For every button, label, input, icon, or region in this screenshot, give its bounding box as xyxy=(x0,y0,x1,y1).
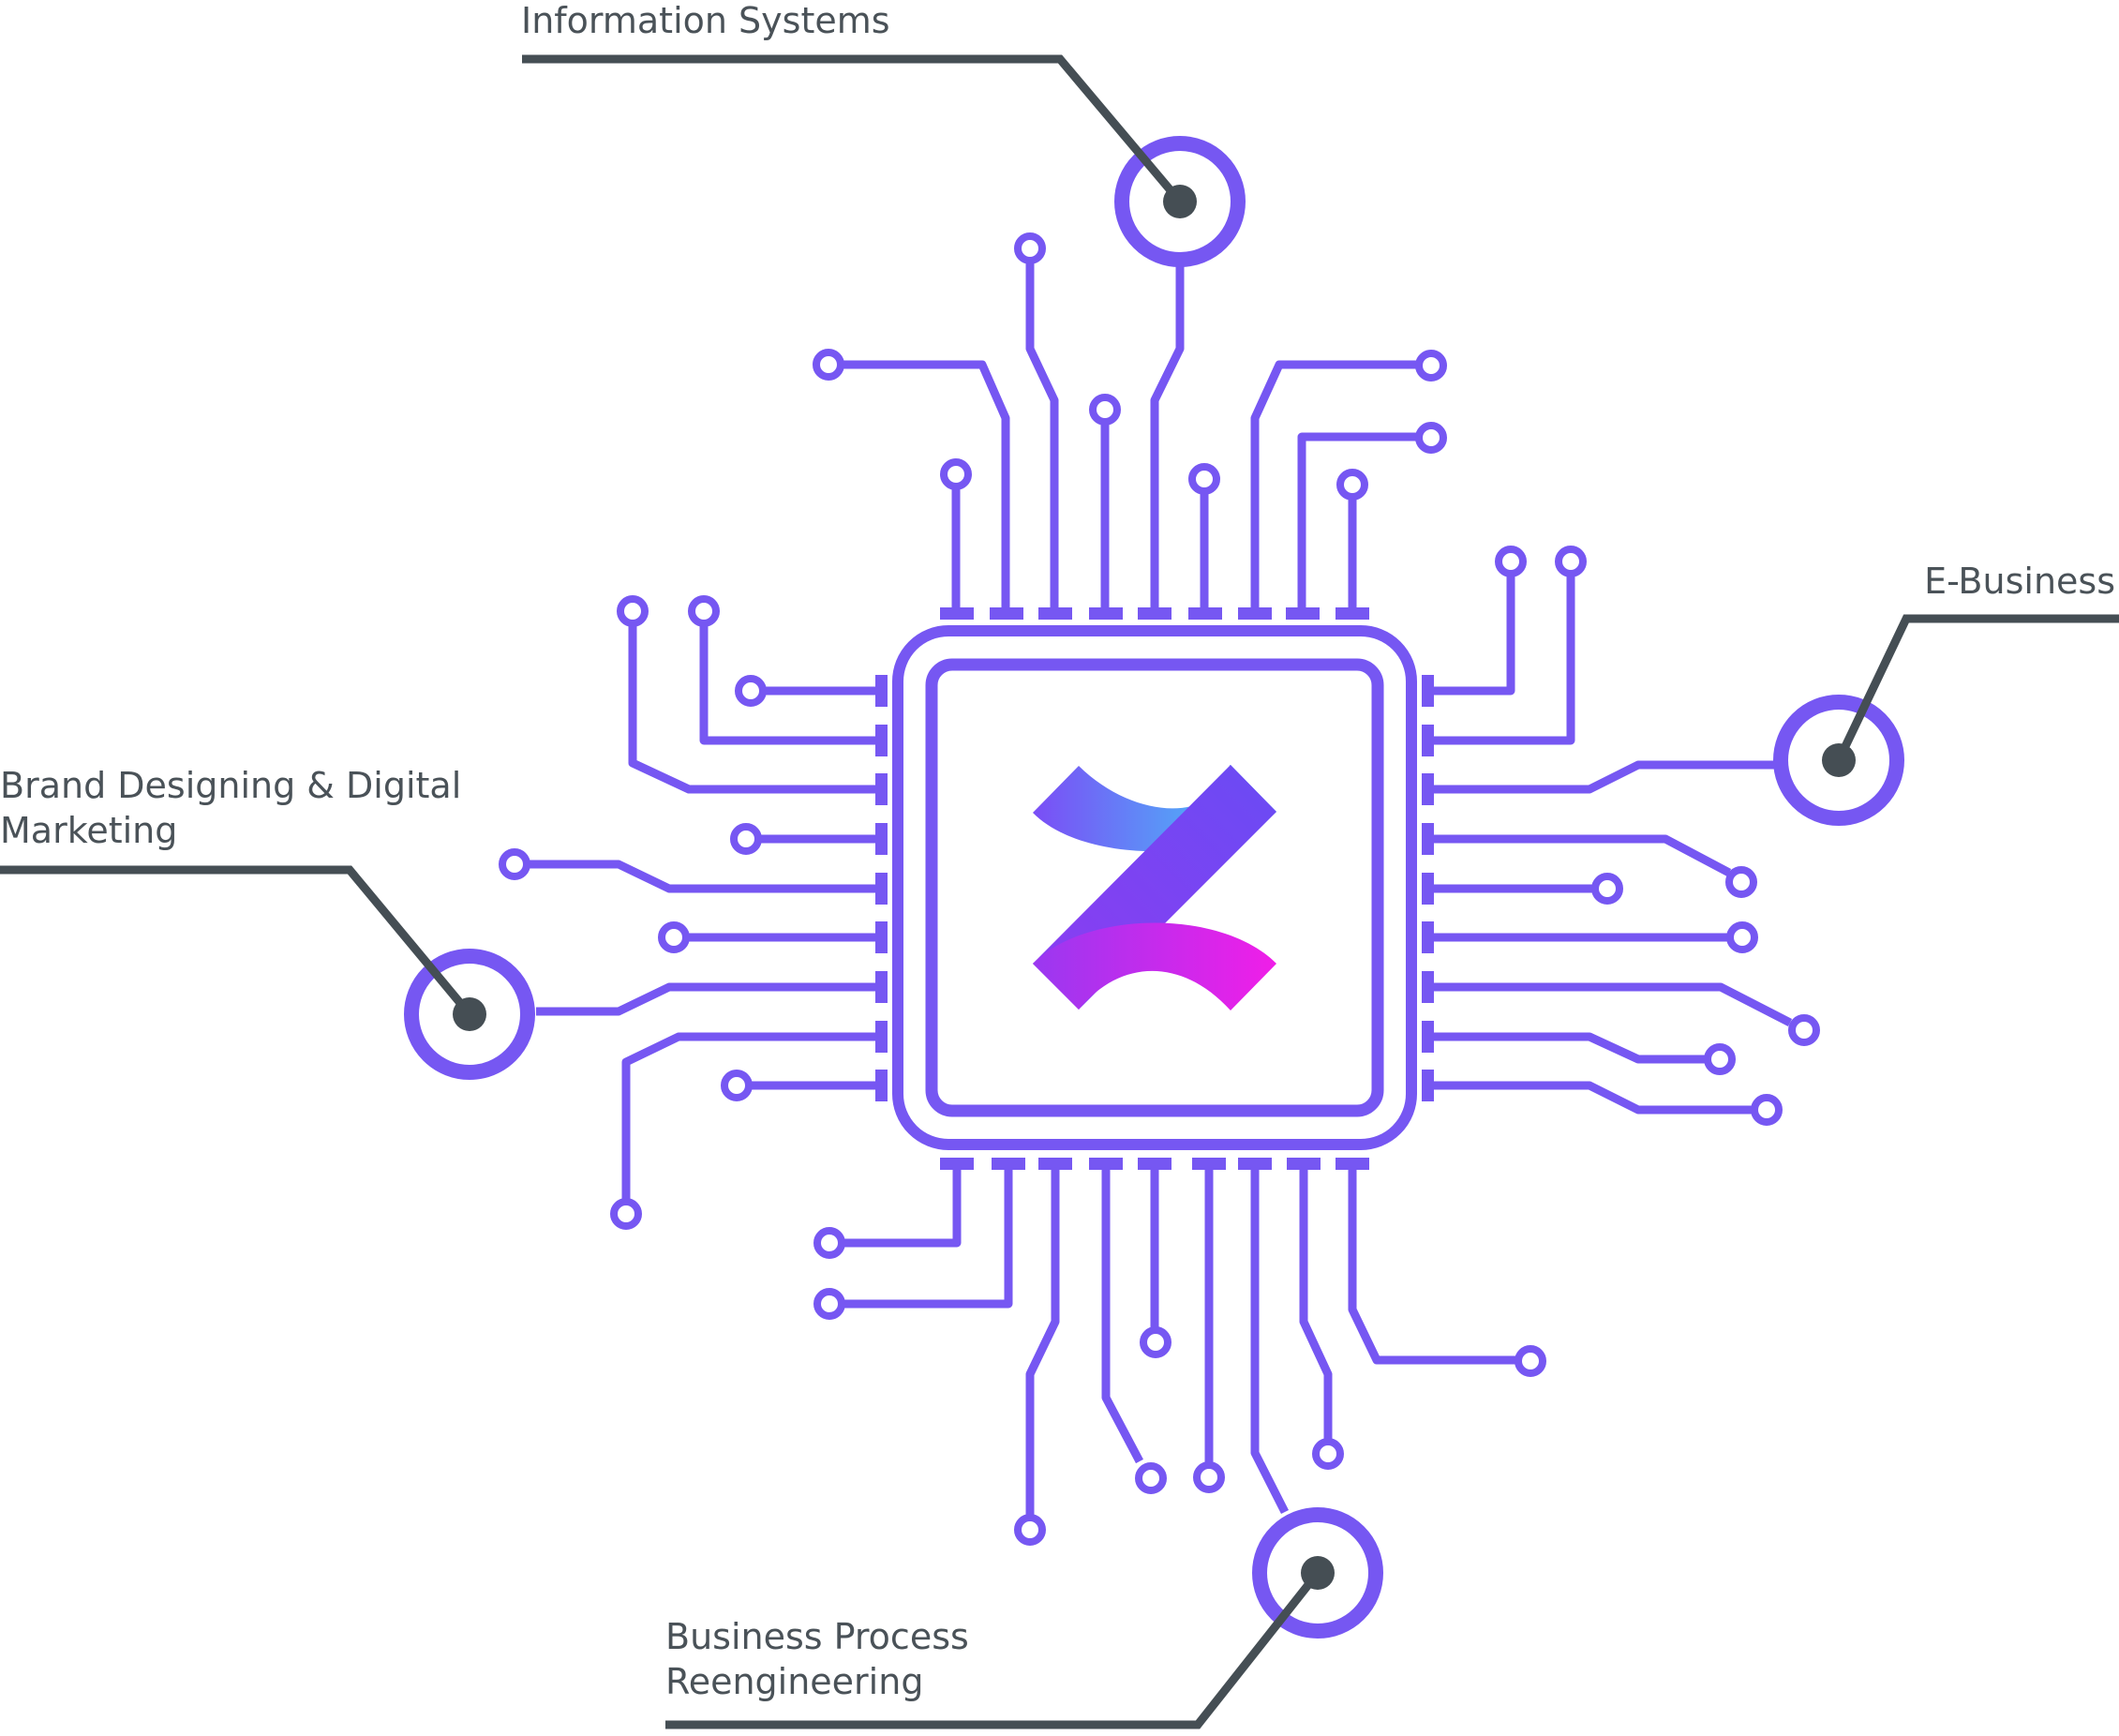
chip-outer xyxy=(892,625,1417,1150)
label-brand-line2: Marketing xyxy=(0,810,178,851)
chip-inner xyxy=(925,658,1384,1117)
callout-line-brand xyxy=(0,865,473,1017)
z-logo-icon xyxy=(1032,761,1276,1010)
label-business-process: Business Process Reengineering xyxy=(665,1614,969,1704)
trace xyxy=(1429,760,1773,794)
trace xyxy=(842,1162,1013,1309)
terminal-rings xyxy=(499,232,1820,1546)
trace xyxy=(1101,1162,1143,1464)
trace xyxy=(1297,432,1419,619)
trace xyxy=(1429,574,1515,696)
trace xyxy=(1429,574,1575,745)
trace xyxy=(1429,1081,1754,1115)
trace xyxy=(1250,1162,1290,1515)
trace xyxy=(1025,260,1059,619)
trace xyxy=(1025,1162,1060,1518)
label-bpr-line2: Reengineering xyxy=(665,1661,924,1702)
trace xyxy=(1348,1162,1518,1365)
trace xyxy=(1429,982,1793,1027)
trace xyxy=(529,860,877,893)
trace xyxy=(1250,360,1419,619)
callout-line-ebiz xyxy=(1834,614,2119,762)
trace xyxy=(842,1162,962,1248)
trace xyxy=(628,625,877,794)
callout-line-info xyxy=(522,54,1184,204)
trace xyxy=(621,1032,877,1200)
trace xyxy=(699,625,877,745)
trace xyxy=(1299,1162,1333,1442)
callout-line-bpr xyxy=(665,1570,1321,1729)
trace xyxy=(825,360,1010,619)
label-information-systems: Information Systems xyxy=(521,0,890,41)
trace xyxy=(1429,1032,1708,1064)
label-brand-designing: Brand Designing & Digital Marketing xyxy=(0,763,461,853)
pin-pads xyxy=(875,607,1434,1170)
trace xyxy=(1429,834,1732,876)
callout-dots xyxy=(453,185,1856,1590)
label-e-business: E-Business xyxy=(1924,561,2115,602)
trace xyxy=(536,982,877,1016)
label-bpr-line1: Business Process xyxy=(665,1616,969,1657)
callout-lines xyxy=(0,54,2119,1729)
circuit-traces xyxy=(529,259,1793,1518)
chip xyxy=(892,625,1417,1150)
label-brand-line1: Brand Designing & Digital xyxy=(0,765,462,806)
